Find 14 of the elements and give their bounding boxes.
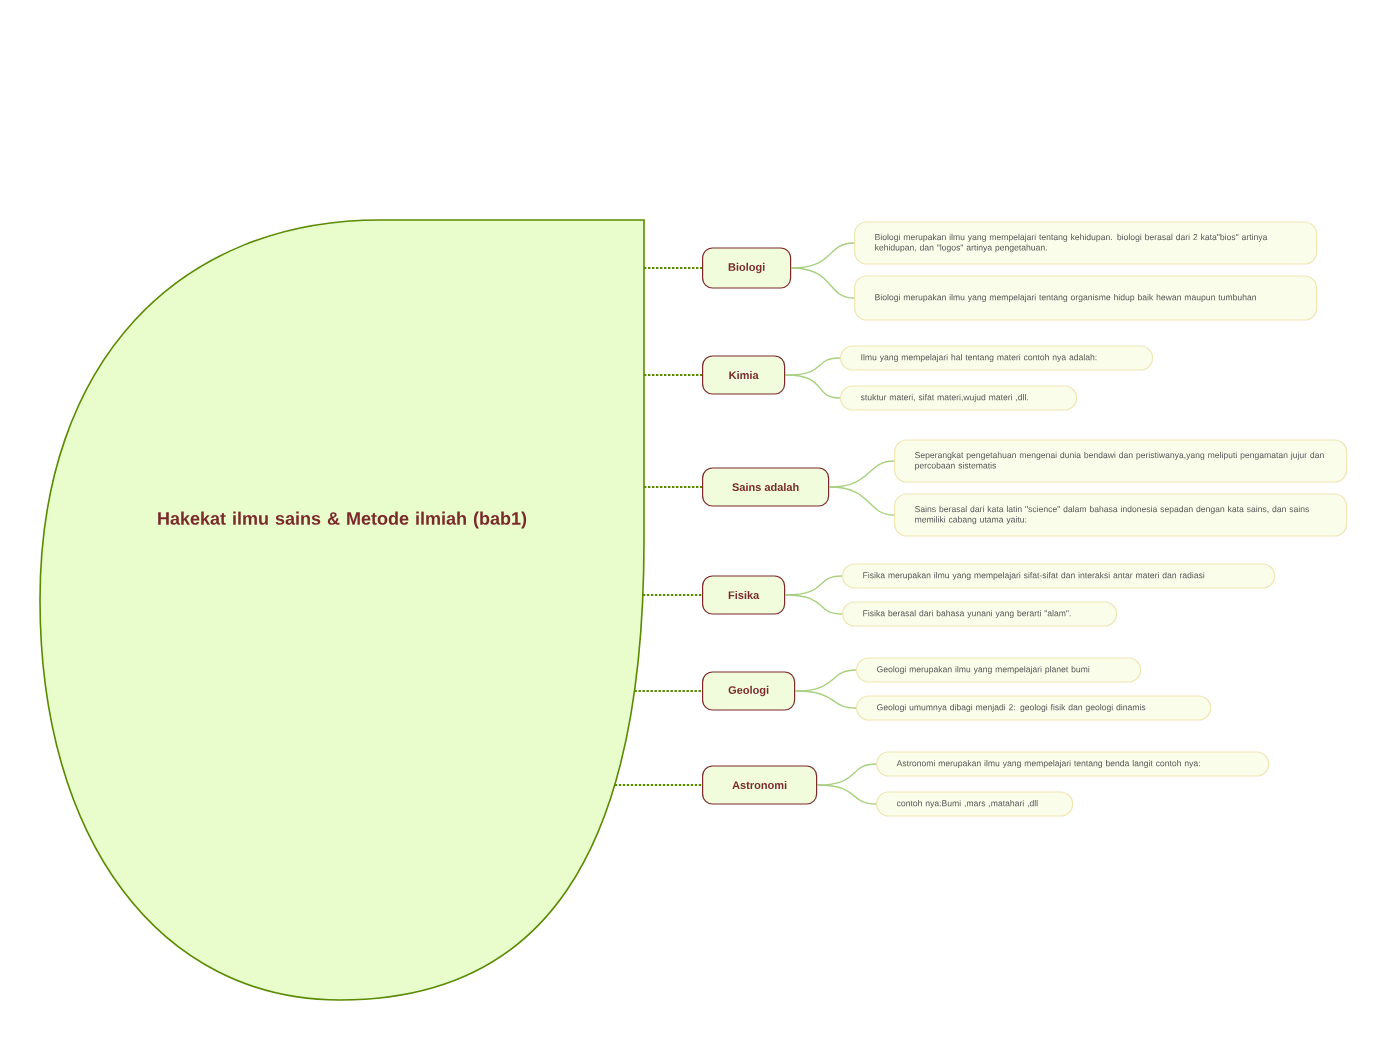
connector-line [643, 374, 703, 376]
connector-line [794, 690, 857, 709]
connector-line [816, 784, 877, 805]
connector-line [828, 460, 895, 488]
connector-line [633, 690, 703, 692]
connector-line [784, 374, 841, 399]
connector-line [643, 267, 703, 269]
connector-line [613, 784, 703, 786]
connector-line [790, 267, 855, 299]
connector-line [790, 242, 855, 269]
connector-line [784, 594, 843, 615]
connector-line [828, 486, 895, 516]
connector-line [641, 594, 703, 596]
connector-line [643, 486, 703, 488]
